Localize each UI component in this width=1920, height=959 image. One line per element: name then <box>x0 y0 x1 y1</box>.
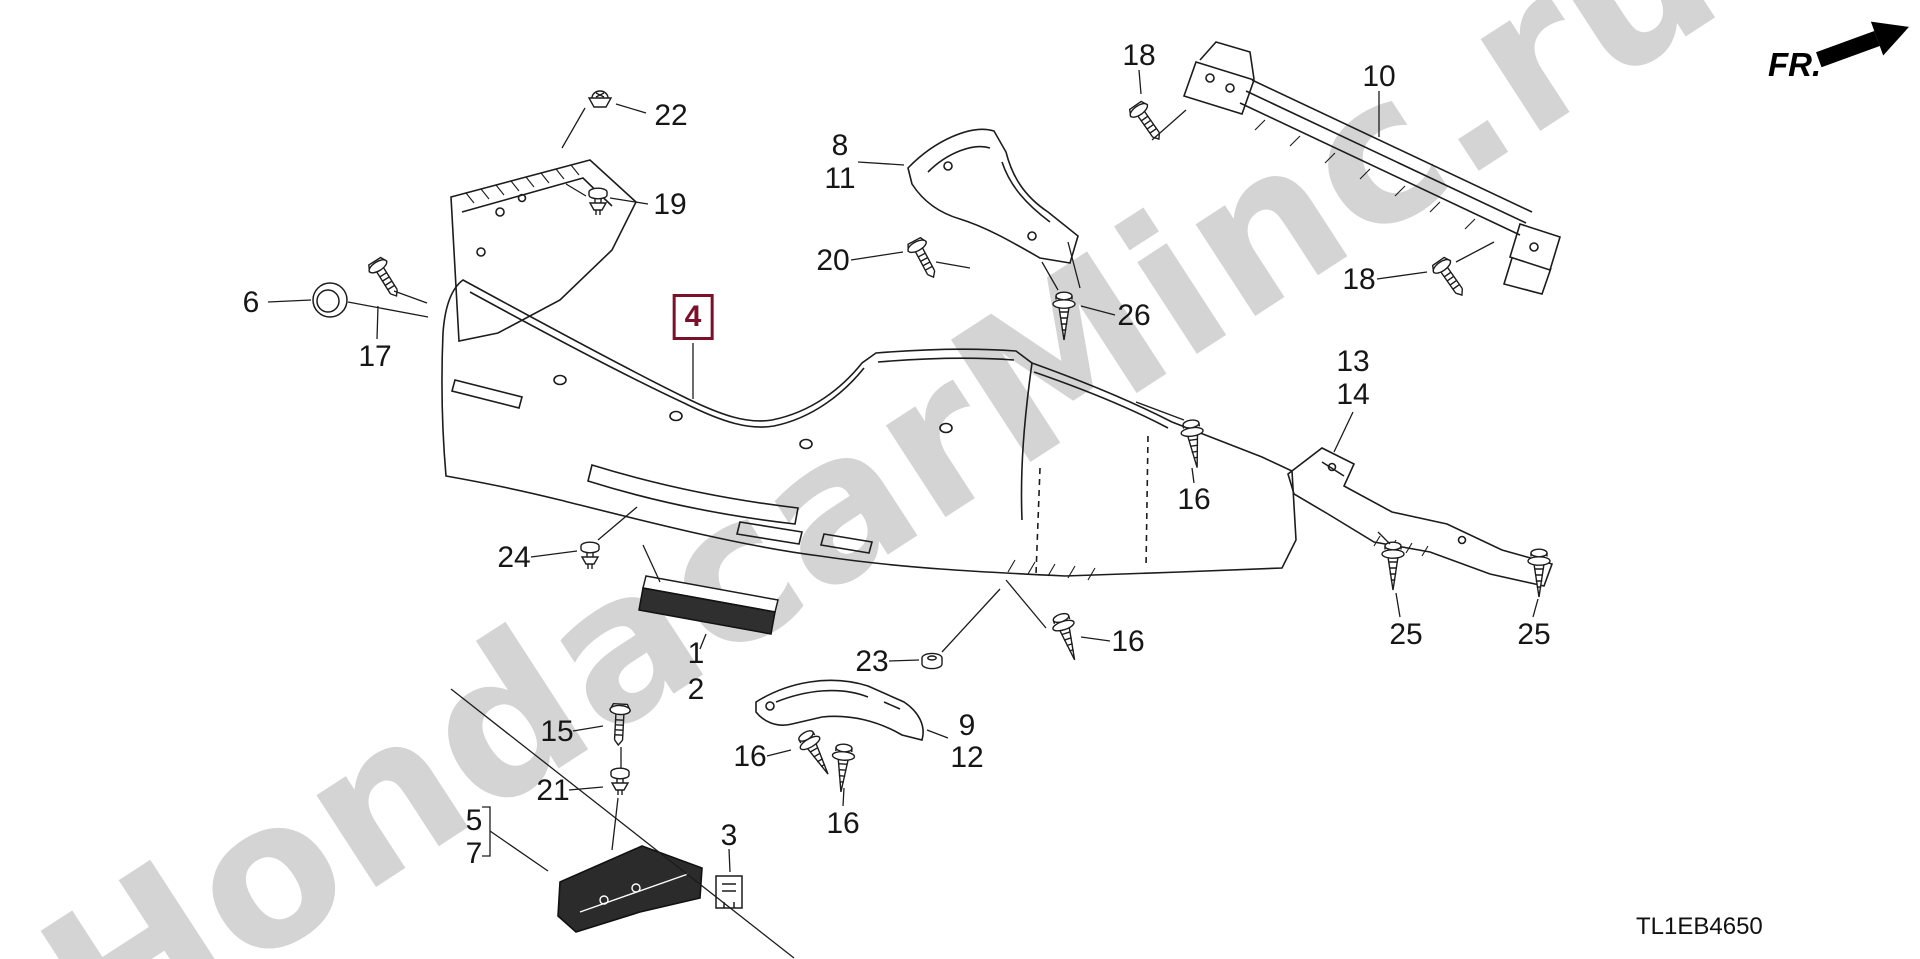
part-label-14[interactable]: 14 <box>1336 378 1370 411</box>
part-label-8[interactable]: 8 <box>831 129 849 162</box>
part-label-18a[interactable]: 18 <box>1122 39 1156 72</box>
part-label-25a[interactable]: 25 <box>1389 618 1423 651</box>
part-label-12[interactable]: 12 <box>950 741 984 774</box>
part-label-7[interactable]: 7 <box>465 837 483 870</box>
part-label-23[interactable]: 23 <box>855 645 889 678</box>
part-label-13[interactable]: 13 <box>1336 345 1370 378</box>
reflector-part <box>638 575 779 635</box>
diagram-code: TL1EB4650 <box>1636 913 1763 940</box>
upper-beam-bracket-part <box>907 128 1079 264</box>
fr-direction-label: FR. <box>1768 46 1822 83</box>
part-label-3[interactable]: 3 <box>720 819 738 852</box>
part-label-25b[interactable]: 25 <box>1517 618 1551 651</box>
fr-arrow-icon <box>1816 21 1909 68</box>
part-label-20[interactable]: 20 <box>816 244 850 277</box>
part-label-5[interactable]: 5 <box>465 804 483 837</box>
part-label-16b[interactable]: 16 <box>1111 625 1145 658</box>
part-label-16a[interactable]: 16 <box>1177 483 1211 516</box>
part-label-11[interactable]: 11 <box>824 162 856 195</box>
part-label-22[interactable]: 22 <box>654 99 688 132</box>
part-label-2[interactable]: 2 <box>687 673 705 706</box>
part-label-21[interactable]: 21 <box>536 774 570 807</box>
mud-guard-part <box>557 844 703 933</box>
side-spacer-bracket-part <box>1287 447 1554 587</box>
part-label-6[interactable]: 6 <box>242 286 260 319</box>
part-label-24[interactable]: 24 <box>497 541 531 574</box>
part-label-9[interactable]: 9 <box>958 709 976 742</box>
rear-bumper-beam-part <box>1182 41 1561 295</box>
part-label-16c[interactable]: 16 <box>733 740 767 773</box>
part-label-4-highlighted[interactable]: 4 <box>672 294 714 340</box>
lower-bracket-part <box>755 679 924 741</box>
rear-bumper-part <box>441 159 1297 581</box>
part-label-17[interactable]: 17 <box>358 340 392 373</box>
part-label-16d[interactable]: 16 <box>826 807 860 840</box>
part-label-18b[interactable]: 18 <box>1342 263 1376 296</box>
detail-boundary-line <box>450 688 795 959</box>
leader-lines <box>267 69 1539 959</box>
part-label-26[interactable]: 26 <box>1117 299 1151 332</box>
part-label-10[interactable]: 10 <box>1362 60 1396 93</box>
part-label-19[interactable]: 19 <box>653 188 687 221</box>
part-label-15[interactable]: 15 <box>540 715 574 748</box>
part-label-1[interactable]: 1 <box>687 637 705 670</box>
